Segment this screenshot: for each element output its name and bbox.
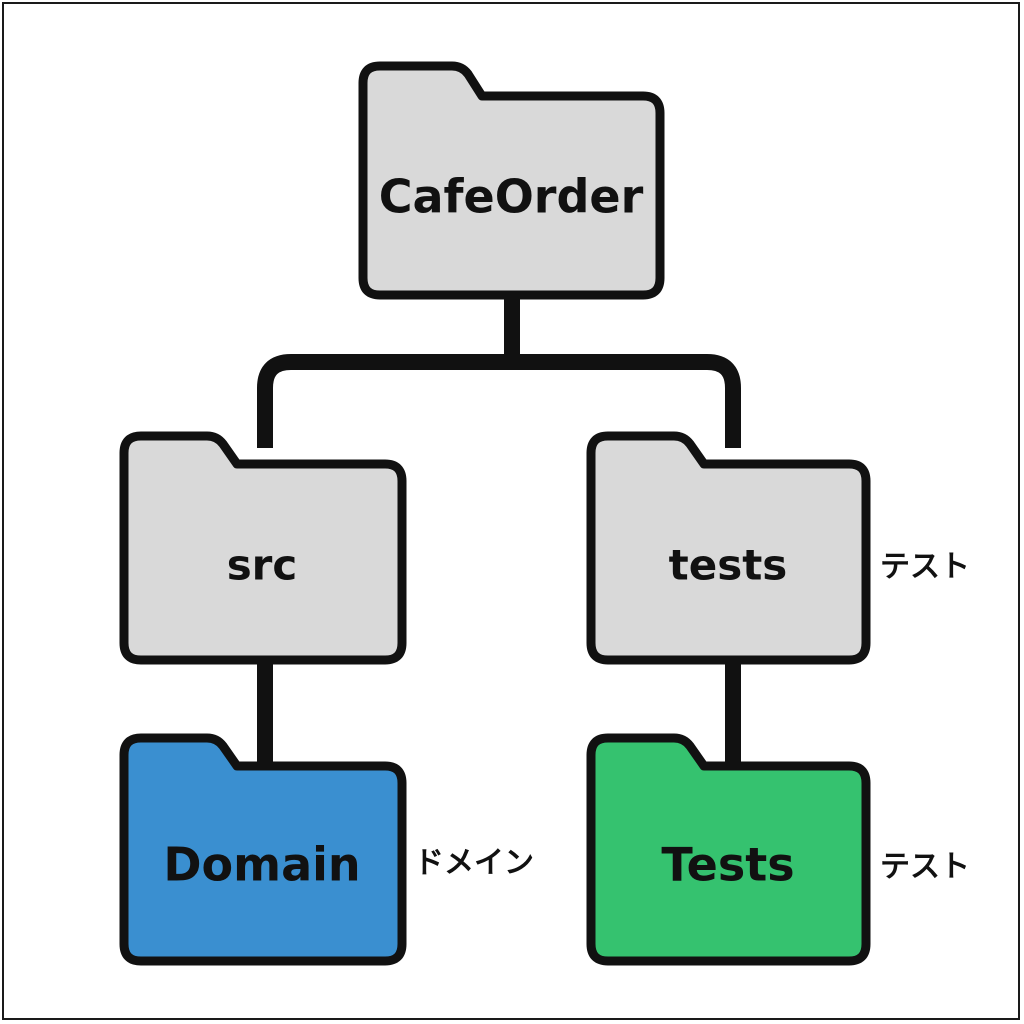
folder-icon xyxy=(119,733,407,966)
folder-label-cafeorder: CafeOrder xyxy=(379,170,644,224)
folder-tests[interactable]: tests xyxy=(586,431,871,665)
folder-icon xyxy=(586,733,871,966)
folder-icon xyxy=(586,431,871,665)
connector-branch xyxy=(257,354,741,448)
note-tests-leaf: テスト xyxy=(880,850,970,885)
folder-domain[interactable]: Domain xyxy=(119,733,407,966)
folder-icon xyxy=(358,61,665,300)
folder-tests-leaf[interactable]: Tests xyxy=(586,733,871,966)
connectors xyxy=(257,288,741,772)
note-domain: ドメイン xyxy=(414,846,534,881)
folder-label-src: src xyxy=(227,541,298,590)
folder-icon xyxy=(119,431,407,665)
note-tests: テスト xyxy=(880,550,970,585)
folder-cafeorder[interactable]: CafeOrder xyxy=(358,61,665,300)
folder-label-domain: Domain xyxy=(163,838,360,892)
folder-src[interactable]: src xyxy=(119,431,407,665)
folder-label-tests-leaf: Tests xyxy=(661,838,794,892)
folder-label-tests: tests xyxy=(669,541,788,590)
